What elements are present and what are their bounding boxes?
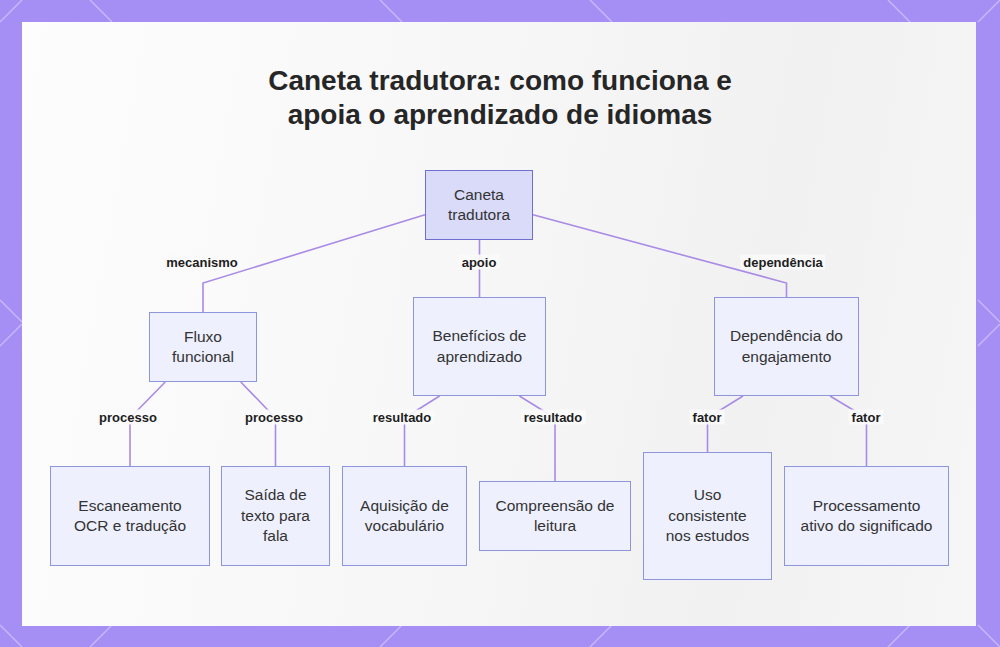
box-text: Fluxo funcional — [160, 327, 246, 368]
box-text-group: Uso consistente nos estudos — [654, 485, 761, 547]
box-text: Aquisição de vocabulário — [353, 496, 456, 537]
box-text: Escaneamento OCR e tradução — [61, 496, 199, 537]
connector-line — [830, 396, 867, 466]
edge-label: fator — [849, 410, 884, 425]
box-text-group: Compreensão de leitura — [490, 496, 620, 537]
edge-label: apoio — [459, 255, 500, 270]
box-text: Benefícios de aprendizado — [424, 326, 535, 367]
edge-label: mecanismo — [163, 255, 241, 270]
root-box: Caneta tradutora — [425, 170, 533, 240]
box-text-group: Escaneamento OCR e tradução — [61, 496, 199, 537]
concept-box: Processamento ativo do significado — [784, 466, 949, 566]
concept-box: Uso consistente nos estudos — [643, 452, 772, 580]
box-text: Saída de texto para fala — [232, 485, 319, 547]
edge-label: fator — [690, 410, 725, 425]
concept-box: Saída de texto para fala — [221, 466, 330, 566]
box-text: Caneta tradutora — [436, 185, 522, 226]
box-text: Processamento ativo do significado — [795, 496, 938, 537]
concept-box: Fluxo funcional — [149, 312, 257, 382]
diagram-title: Caneta tradutora: como funciona e apoia … — [230, 64, 770, 132]
box-text-group: Saída de texto para fala — [232, 485, 319, 547]
concept-box: Benefícios de aprendizado — [413, 297, 546, 396]
concept-box: Compreensão de leitura — [479, 481, 631, 551]
edge-label: resultado — [521, 410, 586, 425]
box-text-group: Processamento ativo do significado — [795, 496, 938, 537]
concept-box: Dependência do engajamento — [714, 297, 859, 396]
edge-label: processo — [242, 410, 306, 425]
edge-label: dependência — [740, 255, 825, 270]
box-text: Uso consistente nos estudos — [654, 485, 761, 547]
box-text-group: Fluxo funcional — [160, 327, 246, 368]
connector-line — [405, 396, 440, 466]
box-text-group: Caneta tradutora — [436, 185, 522, 226]
concept-box: Aquisição de vocabulário — [342, 466, 467, 566]
box-text: Compreensão de leitura — [490, 496, 620, 537]
box-text-group: Dependência do engajamento — [725, 326, 848, 367]
box-text-group: Aquisição de vocabulário — [353, 496, 456, 537]
edge-label: processo — [96, 410, 160, 425]
concept-box: Escaneamento OCR e tradução — [50, 466, 210, 566]
box-text: Dependência do engajamento — [725, 326, 848, 367]
box-text-group: Benefícios de aprendizado — [424, 326, 535, 367]
edge-label: resultado — [370, 410, 435, 425]
